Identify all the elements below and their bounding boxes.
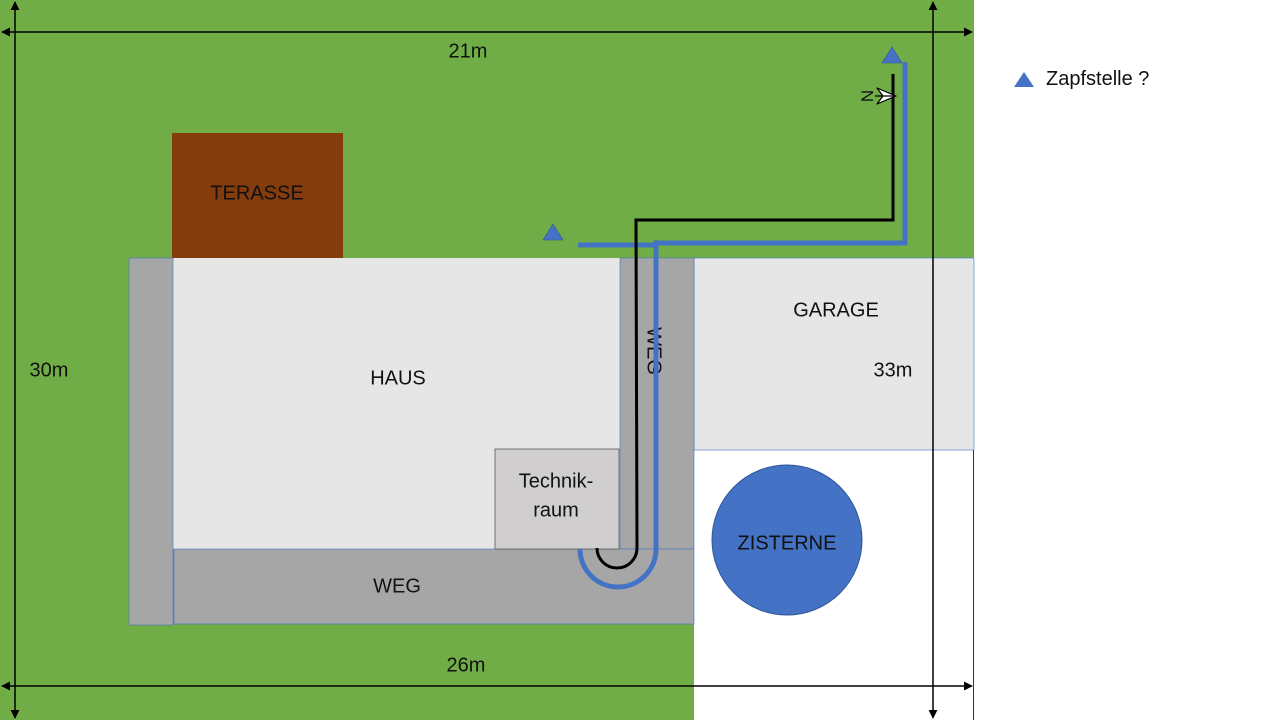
technik-room-label-line1: Technik- <box>519 470 593 492</box>
lawn-area-top <box>0 0 974 258</box>
cistern-label: ZISTERNE <box>738 532 837 554</box>
dimension-right-label: 33m <box>874 359 913 381</box>
garage <box>693 257 975 451</box>
triangle-icon <box>1014 71 1034 87</box>
tap-point-marker-corner <box>881 46 903 64</box>
north-label: N <box>858 90 877 102</box>
path-bottom-label: WEG <box>373 575 421 597</box>
dimension-bottom-label: 26m <box>447 654 486 676</box>
north-arrow: N <box>858 87 897 105</box>
legend: Zapfstelle ? <box>1014 66 1149 92</box>
water-pipe <box>577 62 908 590</box>
technik-room <box>494 448 620 550</box>
tap-point-marker-patio <box>542 223 564 241</box>
cable-line <box>595 74 895 570</box>
legend-label-zapfstelle: Zapfstelle ? <box>1046 67 1150 90</box>
cistern <box>711 464 863 616</box>
dimension-left-label: 30m <box>30 359 69 381</box>
terrace-label: TERASSE <box>210 182 303 204</box>
dimension-top-label: 21m <box>449 40 488 62</box>
house-label: HAUS <box>370 367 426 389</box>
terrace <box>172 133 343 258</box>
garage-label: GARAGE <box>793 299 879 321</box>
path-left <box>128 257 174 626</box>
north-arrow-icon <box>875 87 897 105</box>
technik-room-label-line2: raum <box>533 499 579 521</box>
